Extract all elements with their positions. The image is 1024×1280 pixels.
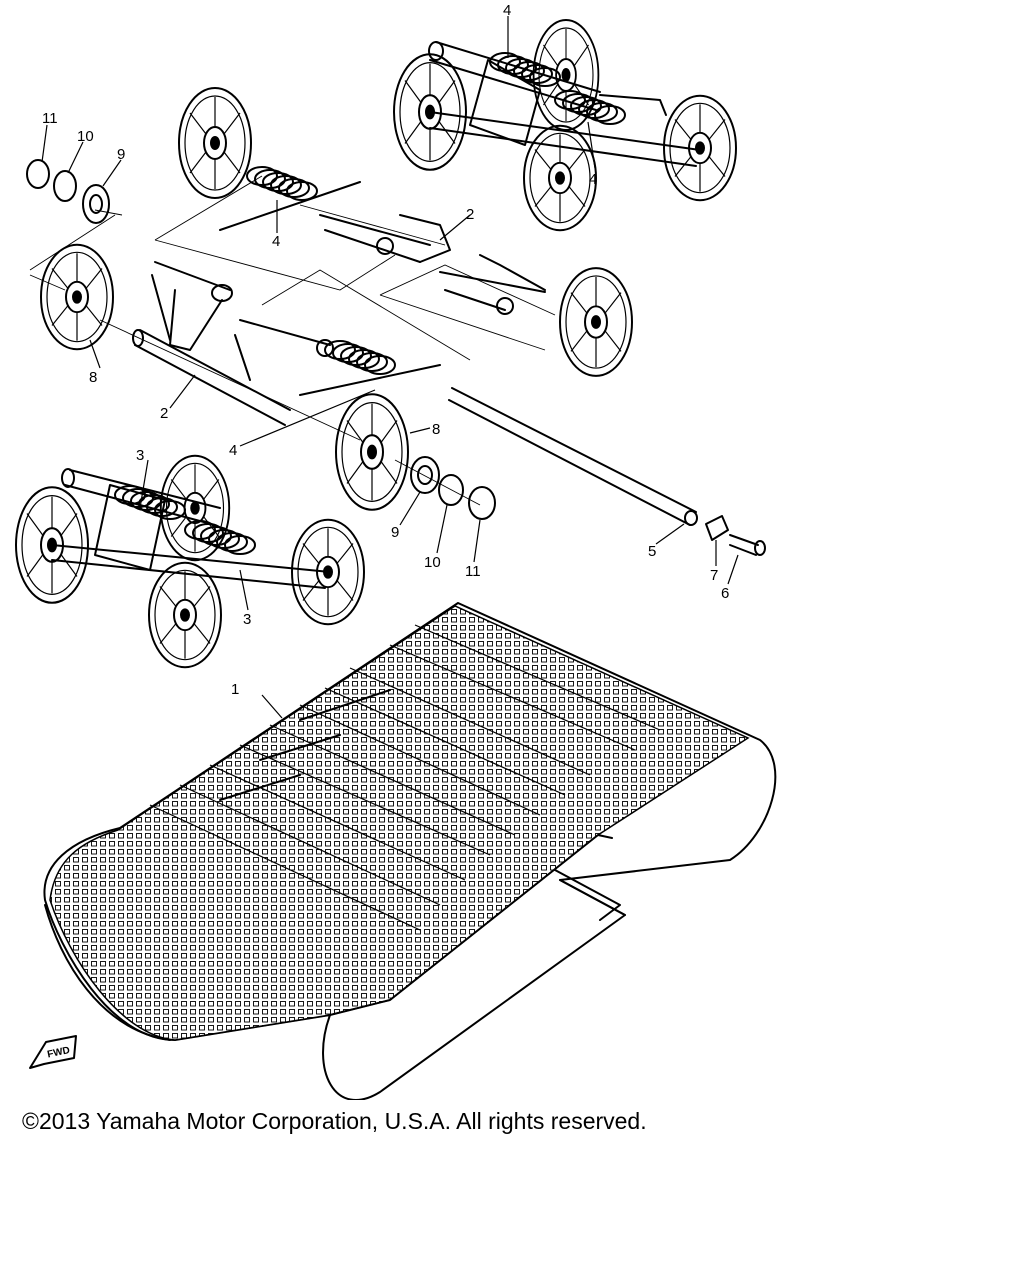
- long-shaft: [448, 387, 697, 526]
- idler-wheel: [334, 393, 410, 511]
- callout-2-lower: 2: [160, 405, 168, 422]
- callout-11-lower: 11: [465, 563, 481, 580]
- callout-leaders: [41, 16, 739, 719]
- callout-4-upper-right: 4: [589, 171, 597, 188]
- callout-6: 6: [721, 585, 729, 602]
- callout-labels: 11 10 9 4 4 4 2 8 2 4 8 3 3 9 10 11 5 7 …: [42, 2, 729, 698]
- callout-2-upper: 2: [466, 206, 474, 223]
- forward-direction-mark: FWD: [29, 1035, 77, 1069]
- suspension-arms: [132, 166, 546, 426]
- bogie-wheel: [663, 94, 737, 202]
- callout-10-upper: 10: [77, 128, 94, 145]
- bolt: [729, 534, 759, 556]
- circlip: [468, 486, 496, 520]
- bogie-wheel: [291, 518, 365, 626]
- callout-9-lower: 9: [391, 524, 399, 541]
- callout-8-left: 8: [89, 369, 97, 386]
- idler-wheel: [559, 267, 633, 377]
- circlip: [26, 159, 50, 189]
- washer: [438, 474, 464, 506]
- callout-3-right: 3: [243, 611, 251, 628]
- upper-bogie-assembly: [392, 19, 737, 232]
- callout-11-upper: 11: [42, 110, 58, 127]
- drive-track: [43, 602, 777, 1100]
- lower-bearing-set: [410, 456, 496, 520]
- upper-bearing-set: [26, 159, 110, 224]
- bearing: [82, 184, 110, 224]
- long-shaft-assembly: [448, 387, 766, 556]
- callout-4-top: 4: [503, 2, 511, 19]
- callout-4-lower: 4: [229, 442, 237, 459]
- callout-1: 1: [231, 681, 239, 698]
- washer: [53, 170, 77, 202]
- callout-4-middle: 4: [272, 233, 280, 250]
- bearing: [410, 456, 440, 494]
- callout-10-lower: 10: [424, 554, 441, 571]
- idler-wheel: [40, 243, 114, 351]
- bogie-wheel: [148, 561, 222, 669]
- callout-3-left: 3: [136, 447, 144, 464]
- exploded-view-drawing: FWD 11 10 9 4 4 4 2 8 2 4 8 3: [14, 2, 777, 1100]
- assembly-guide-lines: [29, 175, 556, 506]
- plate: [705, 515, 729, 541]
- callout-9-upper: 9: [117, 146, 125, 163]
- torsion-spring: [324, 340, 396, 375]
- idler-wheel: [178, 87, 252, 199]
- fwd-label: FWD: [46, 1045, 71, 1060]
- callout-8-right: 8: [432, 421, 440, 438]
- callout-5: 5: [648, 543, 656, 560]
- copyright-notice: ©2013 Yamaha Motor Corporation, U.S.A. A…: [22, 1108, 647, 1134]
- lower-bogie-assembly: [14, 454, 365, 669]
- torsion-spring: [246, 166, 318, 201]
- callout-7: 7: [710, 567, 718, 584]
- bogie-wheel: [523, 124, 597, 232]
